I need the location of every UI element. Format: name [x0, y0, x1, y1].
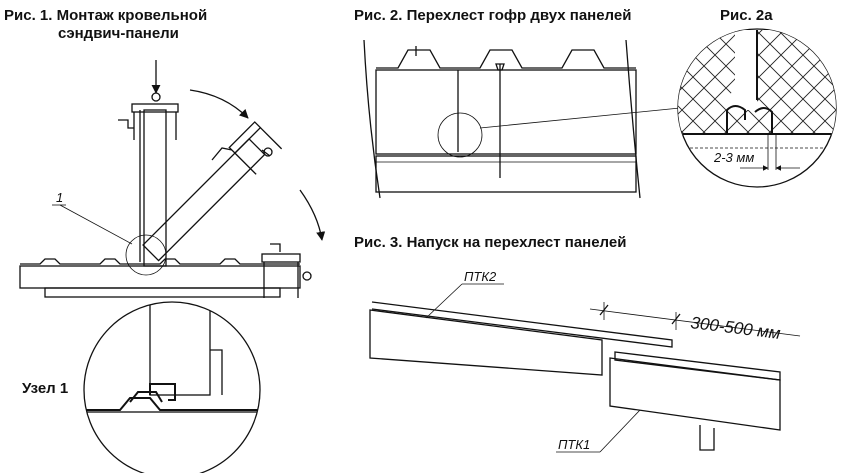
- fig2-panel-body: [375, 69, 637, 155]
- rotation-arrow-lower: [299, 189, 326, 241]
- fig2-upper-corrugation: [376, 49, 636, 69]
- purlin-bracket: [699, 425, 715, 451]
- clamp-handle: [118, 119, 134, 129]
- ptk1-label: ПТК1: [558, 437, 590, 452]
- upper-panel-ptk2: [369, 309, 603, 376]
- figure-1: Рис. 1. Монтаж кровельной сэндвич-панели: [4, 7, 326, 473]
- lifting-clamp: [131, 103, 179, 113]
- figure-2a: Рис. 2а 2-3 мм: [677, 7, 837, 188]
- lower-panel-skin: [614, 351, 781, 381]
- fig2-lower-liner: [375, 155, 637, 193]
- fig2-title: Рис. 2. Перехлест гофр двух панелей: [354, 7, 631, 24]
- right-clamp: [261, 253, 301, 263]
- tilted-clamp-handle: [211, 147, 271, 161]
- fig1-title-line2: сэндвич-панели: [58, 25, 179, 42]
- fig3-title: Рис. 3. Напуск на перехлест панелей: [354, 234, 626, 251]
- clamp-eye: [151, 92, 161, 102]
- overlap-tick-right: [671, 313, 681, 325]
- node-1-detail-circle: [83, 301, 261, 473]
- rotation-arrow-upper: [189, 89, 249, 119]
- ptk1-leader: [599, 409, 641, 453]
- tilted-clamp-eye: [263, 147, 273, 157]
- callout-1-leader: [59, 204, 133, 245]
- right-clamp-eye: [302, 271, 312, 281]
- callout-1-number: 1: [56, 190, 63, 205]
- node-1-marker: [125, 234, 167, 276]
- upper-panel-skin: [371, 301, 673, 348]
- fig2-break-left: [363, 39, 381, 199]
- overlap-tick-left: [599, 304, 609, 316]
- fig2a-title: Рис. 2а: [720, 7, 773, 24]
- fig2-detail-marker: [437, 112, 483, 158]
- ptk2-leader: [425, 283, 463, 319]
- vertical-panel: [143, 109, 167, 267]
- fig2a-dimension: 2-3 мм: [713, 150, 754, 165]
- fig1-title-line1: Рис. 1. Монтаж кровельной: [4, 7, 207, 24]
- clamp-arms: [133, 112, 177, 140]
- fig2-break-right: [625, 39, 641, 199]
- panel-lower-liner: [44, 287, 281, 298]
- fig2-fastener-head: [495, 63, 505, 71]
- overlap-dimension-line: [589, 308, 801, 337]
- right-clamp-handle: [270, 243, 281, 252]
- figure-3: Рис. 3. Напуск на перехлест панелей 300-…: [354, 234, 801, 453]
- panel-corrugation: [20, 258, 300, 265]
- tilted-panel: [142, 121, 283, 262]
- fig2-detail-leader: [479, 107, 681, 129]
- right-clamp-arms: [263, 262, 299, 298]
- node-1-detail: [84, 302, 260, 473]
- figure-2: Рис. 2. Перехлест гофр двух панелей: [354, 7, 681, 199]
- ptk2-label: ПТК2: [464, 269, 497, 284]
- fig2a-detail: [678, 30, 836, 171]
- overlap-dimension-value: 300-500 мм: [690, 313, 782, 343]
- node-1-label: Узел 1: [22, 380, 68, 397]
